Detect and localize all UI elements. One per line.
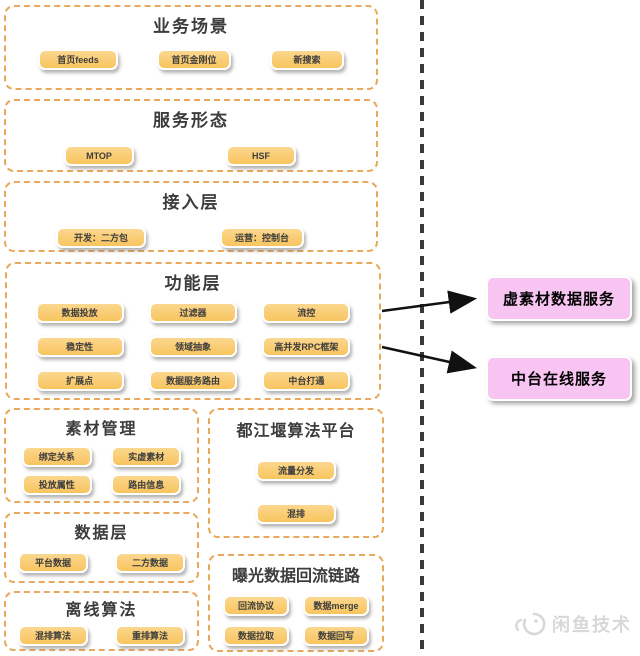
node-data-service-routing: 数据服务路由 xyxy=(148,370,237,391)
section-exposure-data-backflow: 曝光数据回流链路 回流协议 数据merge 数据拉取 数据回写 xyxy=(208,554,384,652)
section-dujiangyan-algorithm-platform: 都江堰算法平台 流量分发 混排 xyxy=(208,408,384,538)
section-title: 数据层 xyxy=(74,525,129,542)
node-home-feeds: 首页feeds xyxy=(38,49,118,70)
section-data-layer: 数据层 平台数据 二方数据 xyxy=(4,512,199,583)
section-title: 曝光数据回流链路 xyxy=(231,568,360,585)
node-data-merge: 数据merge xyxy=(303,595,369,616)
section-title: 都江堰算法平台 xyxy=(236,423,356,440)
node-midplatform-connect: 中台打通 xyxy=(262,370,351,391)
node-stability: 稳定性 xyxy=(35,336,124,357)
node-mixed-ranking-algorithm: 混排算法 xyxy=(18,625,88,646)
section-title: 服务形态 xyxy=(153,111,229,130)
node-domain-abstraction: 领域抽象 xyxy=(148,336,237,357)
section-business-scenarios: 业务场景 首页feeds 首页金刚位 新搜索 xyxy=(4,5,378,90)
section-access-layer: 接入层 开发：二方包 运营：控制台 xyxy=(4,181,378,252)
section-title: 接入层 xyxy=(162,193,220,212)
section-title: 素材管理 xyxy=(65,421,138,438)
arrow-function-to-midplatform-online-service xyxy=(381,345,478,374)
section-offline-algorithms: 离线算法 混排算法 重排算法 xyxy=(4,591,199,651)
watermark-text: 闲鱼技术 xyxy=(552,615,632,635)
node-data-pull: 数据拉取 xyxy=(223,625,289,646)
node-home-kingkong: 首页金刚位 xyxy=(157,49,231,70)
node-data-writeback: 数据回写 xyxy=(303,625,369,646)
node-traffic-distribution: 流量分发 xyxy=(256,460,336,481)
node-high-concurrency-rpc: 高并发RPC框架 xyxy=(262,336,351,357)
section-title: 业务场景 xyxy=(153,17,229,36)
section-service-forms: 服务形态 MTOP HSF xyxy=(4,99,378,172)
node-backflow-protocol: 回流协议 xyxy=(223,595,289,616)
node-flow-control: 流控 xyxy=(262,302,351,323)
node-binding-relation: 绑定关系 xyxy=(21,446,92,467)
vertical-dashed-divider xyxy=(420,0,424,656)
node-mixed-ranking: 混排 xyxy=(256,503,336,524)
watermark: 闲鱼技术 xyxy=(512,610,632,638)
section-title: 离线算法 xyxy=(65,602,138,619)
node-real-virtual-material: 实虚素材 xyxy=(111,446,182,467)
xianyu-fish-logo-icon xyxy=(515,612,546,636)
arrow-function-to-virtual-material-service xyxy=(381,290,478,314)
node-dev-package: 开发：二方包 xyxy=(56,227,146,248)
node-reranking-algorithm: 重排算法 xyxy=(115,625,185,646)
node-extension-point: 扩展点 xyxy=(35,370,124,391)
section-material-management: 素材管理 绑定关系 实虚素材 投放属性 路由信息 xyxy=(4,408,199,503)
node-filter: 过滤器 xyxy=(148,302,237,323)
section-function-layer: 功能层 数据投放 过滤器 流控 稳定性 领域抽象 高并发RPC框架 扩展点 数据… xyxy=(5,262,381,400)
external-service-midplatform-online: 中台在线服务 xyxy=(486,356,632,401)
section-title: 功能层 xyxy=(164,274,222,293)
node-routing-info: 路由信息 xyxy=(111,474,182,495)
node-delivery-attributes: 投放属性 xyxy=(21,474,92,495)
node-new-search: 新搜索 xyxy=(270,49,344,70)
external-service-virtual-material: 虚素材数据服务 xyxy=(486,276,632,321)
node-platform-data: 平台数据 xyxy=(18,552,88,573)
node-second-party-data: 二方数据 xyxy=(115,552,185,573)
node-ops-console: 运营：控制台 xyxy=(220,227,304,248)
node-data-delivery: 数据投放 xyxy=(35,302,124,323)
node-hsf: HSF xyxy=(226,145,296,166)
node-mtop: MTOP xyxy=(64,145,134,166)
